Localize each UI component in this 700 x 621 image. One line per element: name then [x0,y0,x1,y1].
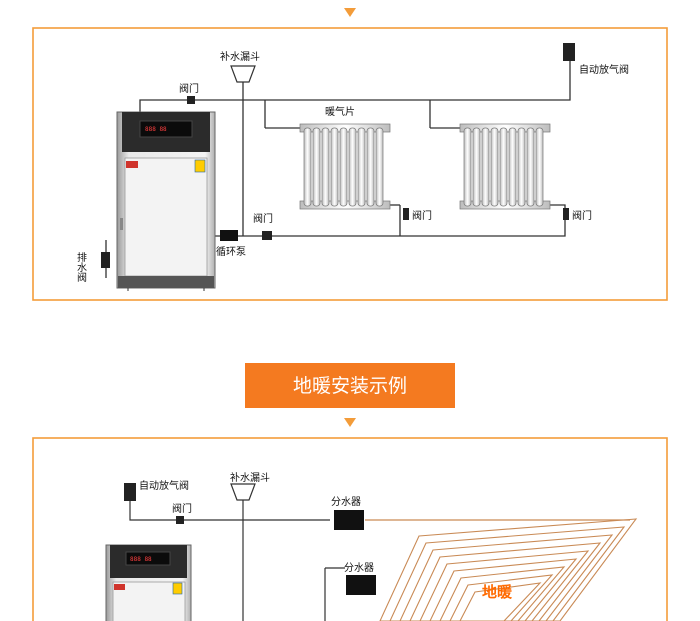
valve-top-icon [187,96,195,104]
radiator-label: 暖气片 [325,105,355,118]
floor-refill-funnel-label: 补水漏斗 [230,471,270,484]
boiler-unit: 888 88 [116,111,216,291]
valve-radiator1-label: 阀门 [412,209,432,222]
valve-bottom-label: 阀门 [253,212,273,225]
floor-heating-coil [379,518,638,621]
manifold-top-icon [334,510,364,530]
svg-text:888 88: 888 88 [145,126,167,133]
pump-label: 循环泵 [216,245,246,258]
floor-pipe-network [129,500,630,621]
section-title: 地暖安装示例 [293,375,407,397]
drain-valve-icon [101,252,110,268]
boiler-display [139,120,193,138]
down-triangle-icon [344,8,356,17]
boiler-logo [126,161,138,168]
floor-section-frame [32,437,668,621]
manifold-bottom-icon [346,575,376,595]
floor-auto-vent-valve-label: 自动放气阀 [139,479,189,492]
boiler-badge [194,159,206,173]
auto-vent-valve-icon [563,43,575,61]
radiator-1 [299,123,391,210]
auto-vent-valve-label: 自动放气阀 [579,63,629,76]
valve-radiator1-icon [403,208,409,220]
refill-funnel-icon [230,65,256,83]
radiator-section: 888 88 排水阀 补水漏斗 阀门 自动放气阀 [32,27,668,301]
floor-boiler-display [125,551,171,566]
floor-boiler-unit: 888 88 [105,544,192,621]
pipe-network [105,60,571,278]
floor-heating-section: 地暖 自动放气阀 补水漏斗 阀门 分水器 分水器 888 88 [32,437,668,621]
manifold-bottom-label: 分水器 [344,562,374,574]
floor-valve-icon [176,516,184,524]
refill-funnel-label: 补水漏斗 [220,50,260,63]
manifold-top-label: 分水器 [331,496,361,508]
drain-valve-label-1: 排水阀 [75,251,87,283]
pump-icon [220,230,238,241]
floor-valve-label: 阀门 [172,502,192,515]
floor-heating-label: 地暖 [482,583,513,601]
svg-text:888 88: 888 88 [130,556,152,563]
valve-radiator2-icon [563,208,569,220]
section-title-banner [245,363,455,408]
valve-top-label: 阀门 [179,82,199,95]
valve-radiator2-label: 阀门 [572,209,592,222]
floor-refill-funnel-icon [230,483,256,501]
floor-auto-vent-valve-icon [124,483,136,501]
down-triangle-icon [344,418,356,427]
valve-bottom-icon [262,231,272,240]
radiator-section-frame [32,27,668,301]
radiator-2 [459,123,551,210]
